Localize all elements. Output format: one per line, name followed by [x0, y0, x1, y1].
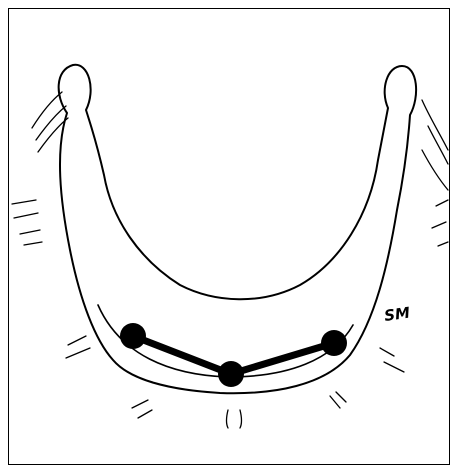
implant-right	[321, 330, 347, 356]
implant-center	[218, 361, 244, 387]
sm-label: SM	[383, 304, 411, 325]
figure-frame	[9, 9, 450, 465]
jaw-outer-outline	[59, 65, 416, 393]
implant-left	[120, 323, 146, 349]
